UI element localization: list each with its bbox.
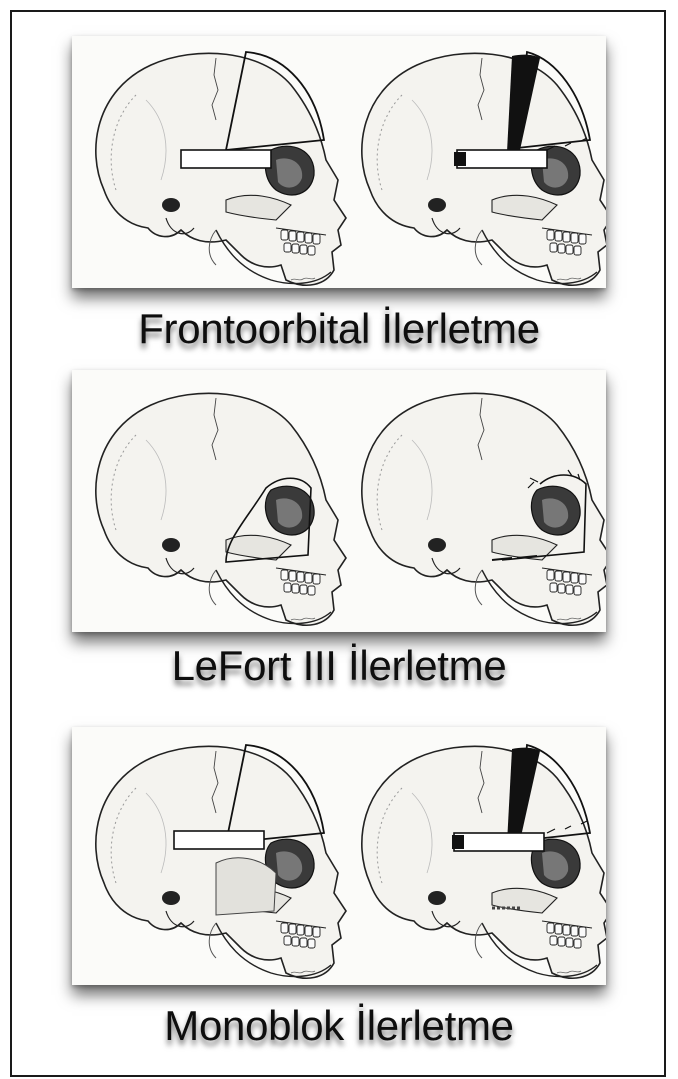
skull-postop-monoblok — [362, 745, 606, 978]
skull-preop-monoblok — [96, 745, 346, 978]
caption-lefort: LeFort III İlerletme — [0, 642, 678, 690]
skull-preop-frontoorbital — [96, 52, 346, 285]
skull-postop-frontoorbital — [362, 52, 606, 285]
monoblok-illustration — [72, 727, 606, 985]
caption-monoblok: Monoblok İlerletme — [0, 1002, 678, 1050]
panel-frontoorbital — [72, 36, 606, 288]
skull-preop-lefort — [96, 393, 346, 625]
panel-lefort — [72, 370, 606, 632]
skull-postop-lefort — [362, 393, 606, 625]
panel-monoblok — [72, 727, 606, 985]
lefort-illustration — [72, 370, 606, 632]
frontoorbital-illustration — [72, 36, 606, 288]
caption-frontoorbital: Frontoorbital İlerletme — [0, 305, 678, 353]
